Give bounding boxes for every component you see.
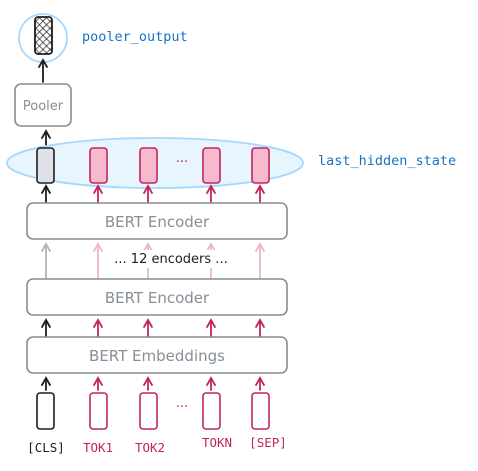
hidden-vector-tok2	[139, 147, 158, 184]
hidden-vector-cls	[36, 147, 55, 184]
bert-encoder-bottom-label: BERT Encoder	[105, 289, 210, 307]
hidden-vector-tok1	[89, 147, 108, 184]
bert-encoder-bottom	[26, 278, 288, 316]
encoders-label-backdrop	[108, 250, 234, 268]
bert-embeddings-label: BERT Embeddings	[89, 347, 225, 365]
pooler-label: Pooler	[23, 99, 64, 114]
hidden-vector-sep	[251, 147, 270, 184]
token-label-sep: [SEP]	[249, 435, 287, 450]
input-vector-sep	[251, 392, 270, 430]
token-label-tokn: TOKN	[202, 435, 232, 450]
input-vector-cls	[36, 392, 55, 430]
input-vector-tokn	[202, 392, 221, 430]
arrow-pooler-to-output	[38, 58, 48, 83]
token-label-cls: [CLS]	[27, 440, 65, 455]
encoders-count-label: ... 12 encoders ...	[114, 252, 227, 267]
token-label-tok1: TOK1	[83, 440, 113, 455]
pooler-output-label: pooler_output	[82, 29, 188, 45]
arrows-between-encoders	[41, 242, 265, 280]
token-label-tok2: TOK2	[135, 440, 165, 455]
bert-encoder-top-label: BERT Encoder	[105, 213, 210, 231]
hidden-vector-tokn	[202, 147, 221, 184]
arrows-encoder-to-hidden	[41, 184, 265, 204]
pooler-box	[14, 83, 72, 127]
bert-encoder-top	[26, 202, 288, 240]
input-vector-tok1	[89, 392, 108, 430]
last-hidden-state-label: last_hidden_state	[318, 153, 456, 169]
arrows-embeddings-to-encoder	[41, 318, 265, 338]
input-ellipsis: ...	[176, 396, 188, 411]
hidden-ellipsis: ...	[176, 151, 188, 166]
pooler-output-vector	[34, 16, 53, 55]
arrows-tokens-to-embeddings	[41, 376, 265, 391]
input-vector-tok2	[139, 392, 158, 430]
bert-embeddings-box	[26, 336, 288, 374]
